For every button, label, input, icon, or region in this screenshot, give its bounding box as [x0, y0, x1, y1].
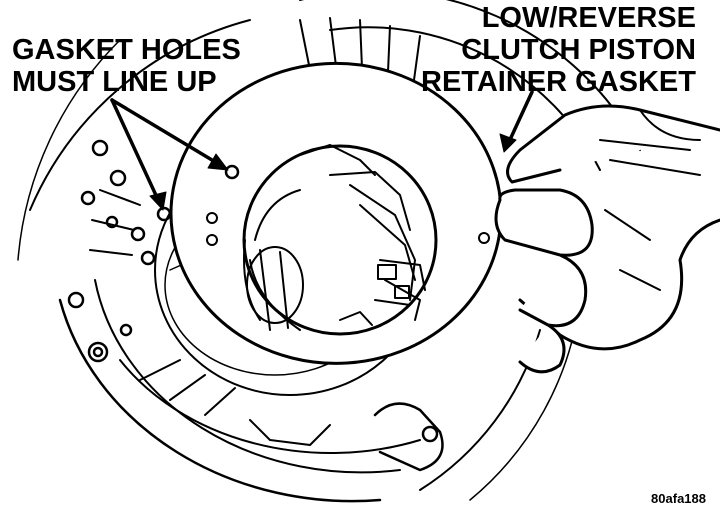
hand — [494, 104, 720, 374]
label-line: CLUTCH PISTON — [461, 34, 696, 66]
gasket-hole — [224, 164, 240, 180]
figure-id: 80afa188 — [651, 491, 706, 506]
piston-mechanism — [243, 144, 426, 331]
label-line: LOW/REVERSE — [481, 2, 696, 34]
label-line: RETAINER GASKET — [421, 66, 696, 98]
arrow-to-gasket — [506, 90, 534, 146]
label-line: MUST LINE UP — [12, 66, 217, 98]
retainer-gasket — [156, 61, 503, 365]
leader-arrows — [110, 90, 534, 211]
label-line: GASKET HOLES — [12, 34, 241, 66]
gasket-hole — [156, 206, 172, 222]
arrow-to-hole-lower — [110, 98, 162, 206]
label-retainer-gasket: LOW/REVERSE CLUTCH PISTON RETAINER GASKE… — [421, 2, 696, 98]
label-gasket-holes: GASKET HOLES MUST LINE UP — [12, 34, 241, 98]
arrow-to-hole-upper — [110, 98, 224, 168]
